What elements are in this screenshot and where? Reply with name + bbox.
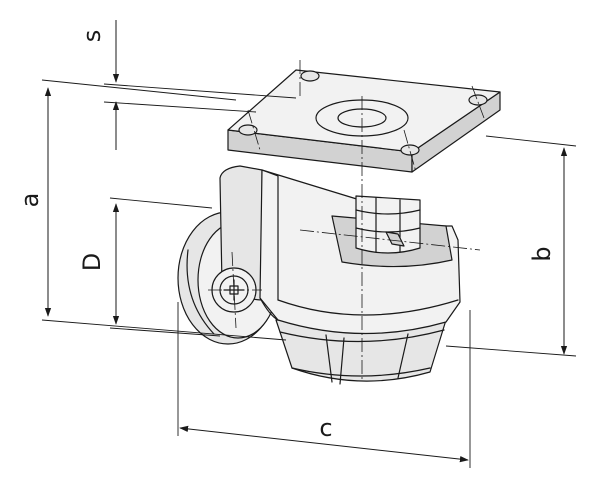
label-a: a <box>16 193 44 208</box>
mounting-plate <box>227 69 501 173</box>
label-D: D <box>78 253 106 271</box>
label-c: c <box>319 414 332 442</box>
label-s: s <box>78 30 106 43</box>
label-b: b <box>528 246 556 261</box>
spindle <box>355 195 421 254</box>
dimension-lines <box>41 20 577 468</box>
center-lines <box>208 60 485 380</box>
